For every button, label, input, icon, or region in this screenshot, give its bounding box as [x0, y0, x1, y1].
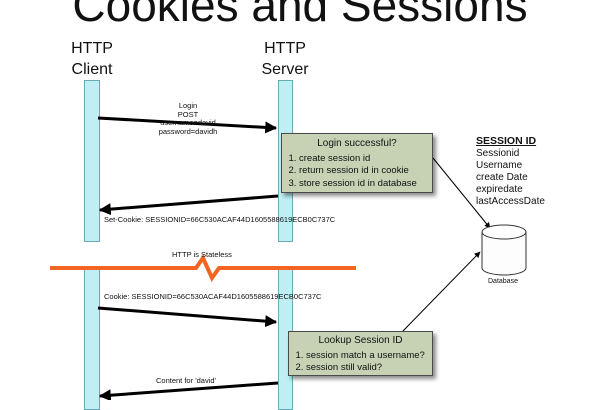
session-table-title: SESSION ID [476, 135, 537, 147]
login-request-line3: username=david [160, 118, 216, 127]
client-label: HTTP Client [52, 38, 132, 80]
session-field: expiredate [476, 184, 523, 195]
set-cookie-label: Set-Cookie: SESSIONID=66C530ACAF44D16055… [104, 215, 336, 224]
cookie-arrow [97, 306, 278, 328]
session-field: Username [476, 160, 523, 171]
session-field: lastAccessDate [476, 196, 545, 207]
stateless-break-line [50, 253, 356, 283]
login-request-label: Login POST username=david password=david… [150, 101, 226, 136]
diagram-connectors [50, 116, 527, 400]
cookie-label: Cookie: SESSIONID=66C530ACAF44D160558861… [104, 292, 322, 301]
login-note: Login successful? create session id retu… [281, 133, 433, 193]
session-table: SESSION ID Sessionid Username create Dat… [476, 135, 545, 208]
lookup-note-item: session still valid? [306, 362, 429, 375]
database-label: Database [488, 278, 518, 285]
lookup-session-connector [401, 251, 481, 333]
login-arrow [97, 116, 278, 134]
login-request-line2: POST [177, 109, 199, 119]
login-request-line4: password=davidh [158, 126, 218, 136]
lookup-note: Lookup Session ID session match a userna… [288, 331, 433, 376]
client-label-line2: Client [71, 61, 113, 78]
client-label-line1: HTTP [71, 40, 113, 57]
session-field: create Date [476, 172, 528, 183]
login-note-item: store session id in database [299, 178, 429, 191]
server-label-line1: HTTP [264, 40, 306, 57]
content-arrow [98, 381, 279, 400]
set-cookie-arrow [98, 194, 279, 216]
login-note-item: create session id [299, 153, 429, 166]
slide-title: Cookies and Sessions [72, 0, 528, 31]
store-session-connector [432, 157, 491, 229]
session-field: Sessionid [476, 148, 520, 159]
client-lifeline-top [84, 80, 100, 242]
stateless-label: HTTP is Stateless [172, 250, 232, 259]
lookup-note-title: Lookup Session ID [318, 335, 403, 346]
login-request-line1: Login [178, 101, 198, 110]
database-icon [481, 224, 527, 276]
login-note-title: Login successful? [317, 138, 397, 149]
lookup-note-item: session match a username? [306, 350, 429, 363]
server-label-line2: Server [261, 61, 309, 78]
content-label: Content for 'david' [156, 376, 216, 385]
server-label: HTTP Server [245, 38, 325, 80]
login-note-item: return session id in cookie [299, 165, 429, 178]
